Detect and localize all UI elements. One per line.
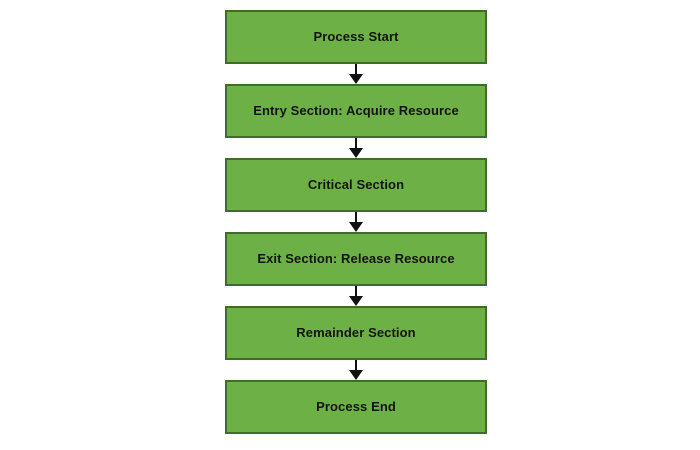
flow-arrow-exit-section-to-remainder-section bbox=[225, 286, 487, 306]
flow-node-exit-section[interactable]: Exit Section: Release Resource bbox=[225, 232, 487, 286]
flowchart-node-column: Process Start Entry Section: Acquire Res… bbox=[225, 10, 487, 434]
arrow-head-down-icon bbox=[349, 74, 363, 84]
flow-arrow-entry-section-to-critical-section bbox=[225, 138, 487, 158]
flow-arrow-process-start-to-entry-section bbox=[225, 64, 487, 84]
arrow-line bbox=[355, 286, 357, 298]
arrow-head-down-icon bbox=[349, 370, 363, 380]
flow-node-remainder-section[interactable]: Remainder Section bbox=[225, 306, 487, 360]
flow-node-critical-section[interactable]: Critical Section bbox=[225, 158, 487, 212]
flow-node-label: Critical Section bbox=[307, 176, 405, 192]
arrow-line bbox=[355, 360, 357, 372]
flow-node-label: Process Start bbox=[313, 28, 399, 44]
flow-node-label: Process End bbox=[316, 398, 396, 414]
arrow-line bbox=[355, 212, 357, 224]
flow-node-label: Remainder Section bbox=[296, 324, 416, 340]
arrow-head-down-icon bbox=[349, 222, 363, 232]
flow-arrow-remainder-section-to-process-end bbox=[225, 360, 487, 380]
flow-node-process-start[interactable]: Process Start bbox=[225, 10, 487, 64]
arrow-head-down-icon bbox=[349, 296, 363, 306]
flow-node-entry-section[interactable]: Entry Section: Acquire Resource bbox=[225, 84, 487, 138]
flow-node-process-end[interactable]: Process End bbox=[225, 380, 487, 434]
flow-node-label: Exit Section: Release Resource bbox=[257, 250, 455, 266]
flow-node-label: Entry Section: Acquire Resource bbox=[253, 102, 459, 118]
arrow-head-down-icon bbox=[349, 148, 363, 158]
arrow-line bbox=[355, 64, 357, 76]
arrow-line bbox=[355, 138, 357, 150]
flow-arrow-critical-section-to-exit-section bbox=[225, 212, 487, 232]
